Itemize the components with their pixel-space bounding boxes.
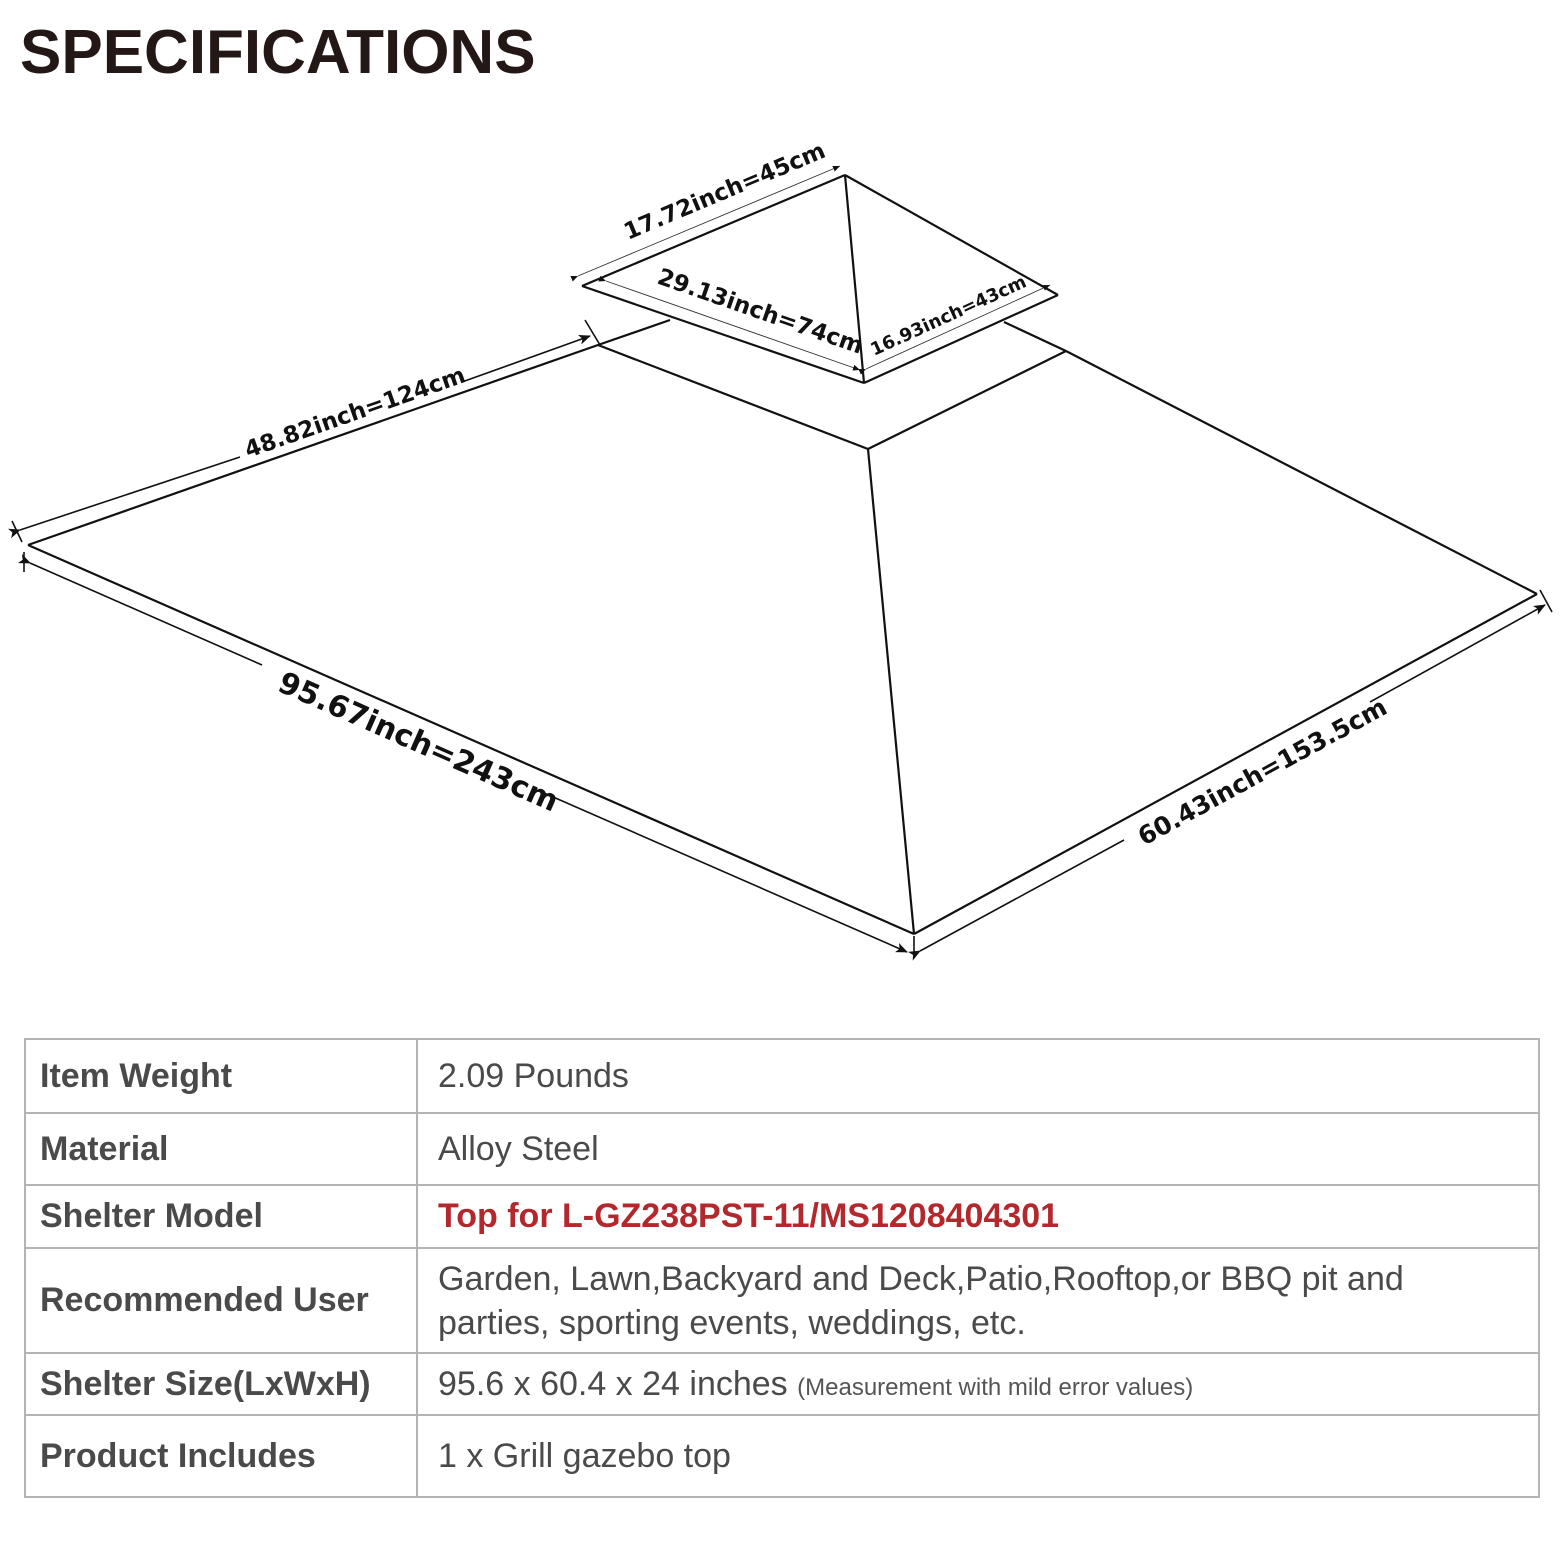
dim-vent-top-edge: 17.72inch=45cm xyxy=(620,138,829,246)
vent-top-outline xyxy=(581,173,1059,385)
spec-label-recommended-user: Recommended User xyxy=(24,1247,418,1354)
table-row: Material Alloy Steel xyxy=(24,1112,1540,1186)
page-title: SPECIFICATIONS xyxy=(20,18,536,87)
spec-value-material: Alloy Steel xyxy=(416,1112,1540,1186)
dim-canopy-front-left: 95.67inch=243cm xyxy=(273,665,564,819)
specifications-table: Item Weight 2.09 Pounds Material Alloy S… xyxy=(24,1038,1540,1498)
gazebo-top-diagram: 17.72inch=45cm 29.13inch=74cm 16.93inch=… xyxy=(7,138,1553,961)
table-row: Product Includes 1 x Grill gazebo top xyxy=(24,1414,1540,1498)
dim-canopy-front-right: 60.43inch=153.5cm xyxy=(1133,692,1392,851)
canopy-dimension-lines xyxy=(7,319,1553,961)
spec-value-shelter-size: 95.6 x 60.4 x 24 inches (Measurement wit… xyxy=(416,1352,1540,1416)
dim-vent-front-right: 16.93inch=43cm xyxy=(867,271,1029,360)
dimension-labels: 17.72inch=45cm 29.13inch=74cm 16.93inch=… xyxy=(241,138,1391,851)
spec-label-shelter-size: Shelter Size(LxWxH) xyxy=(24,1352,418,1416)
spec-label-material: Material xyxy=(24,1112,418,1186)
table-row: Recommended User Garden, Lawn,Backyard a… xyxy=(24,1247,1540,1354)
spec-value-shelter-model: Top for L-GZ238PST-11/MS1208404301 xyxy=(416,1184,1540,1249)
spec-value-item-weight: 2.09 Pounds xyxy=(416,1038,1540,1114)
recommended-user-line-1: Garden, Lawn,Backyard and Deck,Patio,Roo… xyxy=(438,1259,1404,1298)
spec-label-item-weight: Item Weight xyxy=(24,1038,418,1114)
table-row: Shelter Model Top for L-GZ238PST-11/MS12… xyxy=(24,1184,1540,1249)
dim-canopy-back-left: 48.82inch=124cm xyxy=(241,362,468,463)
vent-dimension-lines xyxy=(570,165,1051,375)
spec-label-shelter-model: Shelter Model xyxy=(24,1184,418,1249)
dim-vent-front-left: 29.13inch=74cm xyxy=(654,264,866,360)
recommended-user-line-2: parties, sporting events, weddings, etc. xyxy=(438,1303,1026,1342)
table-row: Item Weight 2.09 Pounds xyxy=(24,1038,1540,1114)
shelter-size-value: 95.6 x 60.4 x 24 inches xyxy=(438,1364,788,1403)
table-row: Shelter Size(LxWxH) 95.6 x 60.4 x 24 inc… xyxy=(24,1352,1540,1416)
spec-value-product-includes: 1 x Grill gazebo top xyxy=(416,1414,1540,1498)
canopy-outline xyxy=(27,318,1538,936)
spec-label-product-includes: Product Includes xyxy=(24,1414,418,1498)
spec-value-recommended-user: Garden, Lawn,Backyard and Deck,Patio,Roo… xyxy=(416,1247,1540,1354)
shelter-size-note: (Measurement with mild error values) xyxy=(797,1373,1194,1401)
